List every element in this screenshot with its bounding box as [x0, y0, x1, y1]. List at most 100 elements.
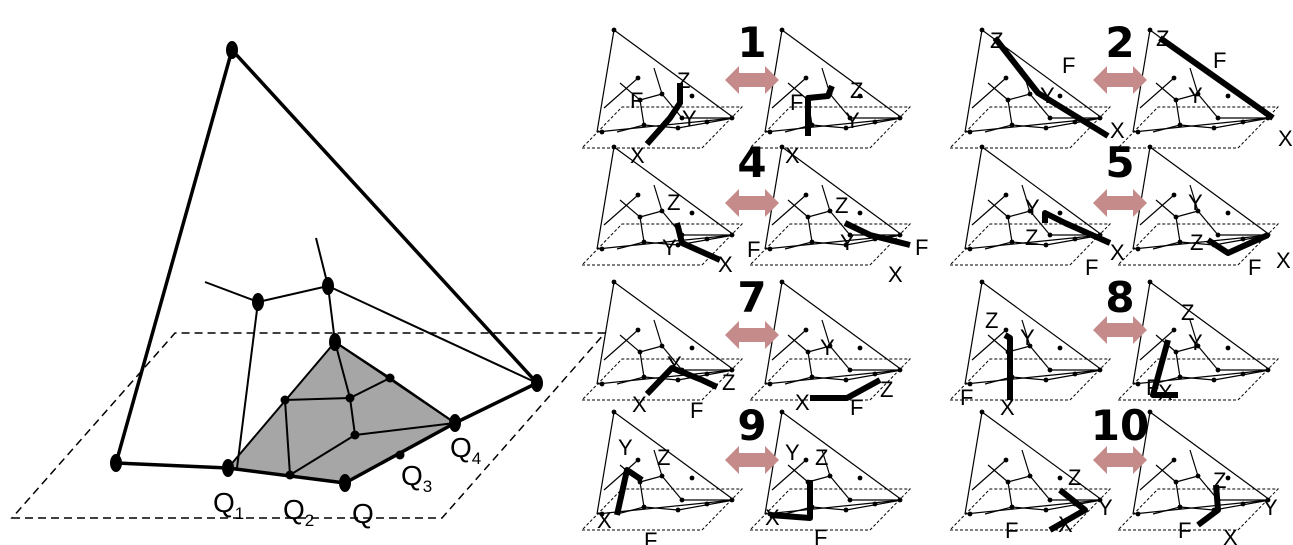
mini-edge	[604, 330, 638, 360]
main-figure: Q1 Q2 Q Q3 Q4	[12, 41, 605, 530]
mini-edge	[640, 482, 644, 507]
mini-vertex	[1010, 505, 1015, 510]
mini-diagram: XYZF	[950, 280, 1110, 420]
mini-edge	[617, 125, 644, 132]
mini-vertex	[858, 346, 863, 351]
mini-vertex	[873, 502, 878, 507]
mini-vertex	[1004, 76, 1009, 81]
mini-label-z: Z	[722, 370, 735, 395]
mini-label-x: X	[1276, 248, 1291, 273]
mini-edge	[1153, 125, 1180, 132]
mini-edge	[965, 412, 982, 514]
mini-edge	[782, 412, 902, 500]
mini-label-f: F	[1178, 518, 1191, 543]
mini-edge	[1190, 450, 1198, 476]
mini-edge	[785, 242, 812, 249]
mini-label-y: Y	[1098, 495, 1113, 520]
mini-vertex	[1174, 98, 1179, 103]
mini-plane	[1118, 359, 1278, 400]
mini-edge	[1153, 242, 1180, 249]
panel-number: 1	[737, 18, 766, 67]
mini-vertex	[730, 116, 735, 121]
mini-edge	[965, 147, 982, 249]
mini-edge	[1008, 94, 1030, 100]
mini-vertex	[705, 372, 710, 377]
mini-vertex	[1058, 94, 1063, 99]
mini-label-y: Y	[1020, 325, 1035, 350]
mini-edge	[1153, 507, 1180, 514]
mini-label-z: Z	[1156, 26, 1169, 51]
mini-vertex	[1196, 474, 1201, 479]
mini-diagram: XYZF	[750, 280, 910, 420]
mini-vertex	[1226, 94, 1231, 99]
mini-edge	[640, 217, 644, 242]
mini-edge	[785, 377, 812, 384]
mini-label-f: F	[630, 88, 643, 113]
mini-vertex	[612, 145, 617, 150]
mini-label-f: F	[790, 90, 803, 115]
mini-label-y: Y	[667, 352, 682, 377]
label-q: Q	[352, 498, 374, 529]
mini-vertex	[1174, 350, 1179, 355]
mini-label-z: Z	[677, 68, 690, 93]
mini-label-x: X	[888, 262, 903, 287]
mini-vertex	[1226, 346, 1231, 351]
mini-vertex	[638, 350, 643, 355]
mini-label-z: Z	[1190, 230, 1203, 255]
mini-diagram: XYZF	[1118, 26, 1293, 151]
mini-vertex	[1136, 382, 1141, 387]
edge	[116, 463, 228, 468]
mini-vertex	[1004, 328, 1009, 333]
mini-edge	[654, 320, 662, 346]
mini-vertex	[600, 382, 605, 387]
mini-label-z: Z	[835, 193, 848, 218]
mini-edge	[782, 147, 902, 235]
mini-label-x: X	[1223, 525, 1238, 545]
mini-vertex	[1073, 372, 1078, 377]
mini-diagram: XYZF	[950, 145, 1125, 280]
mini-vertex	[848, 368, 853, 373]
mini-vertex	[806, 215, 811, 220]
mini-vertex	[844, 378, 849, 383]
mini-vertex	[968, 247, 973, 252]
mini-edge	[1176, 352, 1180, 377]
mini-edge	[1150, 147, 1270, 235]
mini-diagram: XYZF	[582, 28, 742, 168]
mini-vertex	[980, 410, 985, 415]
mini-edge	[822, 185, 830, 211]
mini-vertex	[980, 280, 985, 285]
mini-label-x: X	[1278, 126, 1293, 151]
mini-vertex	[730, 498, 735, 503]
mini-edge	[617, 242, 644, 249]
mini-edge	[772, 195, 806, 225]
mini-edge	[765, 500, 902, 514]
mini-vertex	[1241, 502, 1246, 507]
mini-label-f: F	[1085, 255, 1098, 280]
mini-label-z: Z	[880, 377, 893, 402]
mini-vertex	[660, 474, 665, 479]
mini-vertex	[642, 240, 647, 245]
mini-label-x: X	[632, 392, 647, 417]
mini-vertex	[705, 237, 710, 242]
mini-vertex	[1073, 237, 1078, 242]
mini-edge	[1030, 476, 1050, 500]
mini-vertex	[676, 378, 681, 383]
mini-vertex	[1178, 505, 1183, 510]
mini-vertex	[730, 233, 735, 238]
mini-vertex	[1010, 240, 1015, 245]
label-q3: Q3	[401, 460, 432, 496]
mini-edge	[985, 507, 1012, 514]
mini-vertex	[1216, 116, 1221, 121]
mini-vertex	[642, 123, 647, 128]
mini-vertex	[804, 458, 809, 463]
mini-edge	[1150, 282, 1270, 370]
mini-edge	[1176, 482, 1180, 507]
edge	[455, 383, 537, 423]
edge	[116, 50, 232, 463]
mini-vertex	[1212, 378, 1217, 383]
mini-vertex	[768, 247, 773, 252]
mini-vertex	[1148, 145, 1153, 150]
swap-arrow-icon	[725, 446, 779, 474]
mini-label-y: Y	[682, 106, 697, 131]
